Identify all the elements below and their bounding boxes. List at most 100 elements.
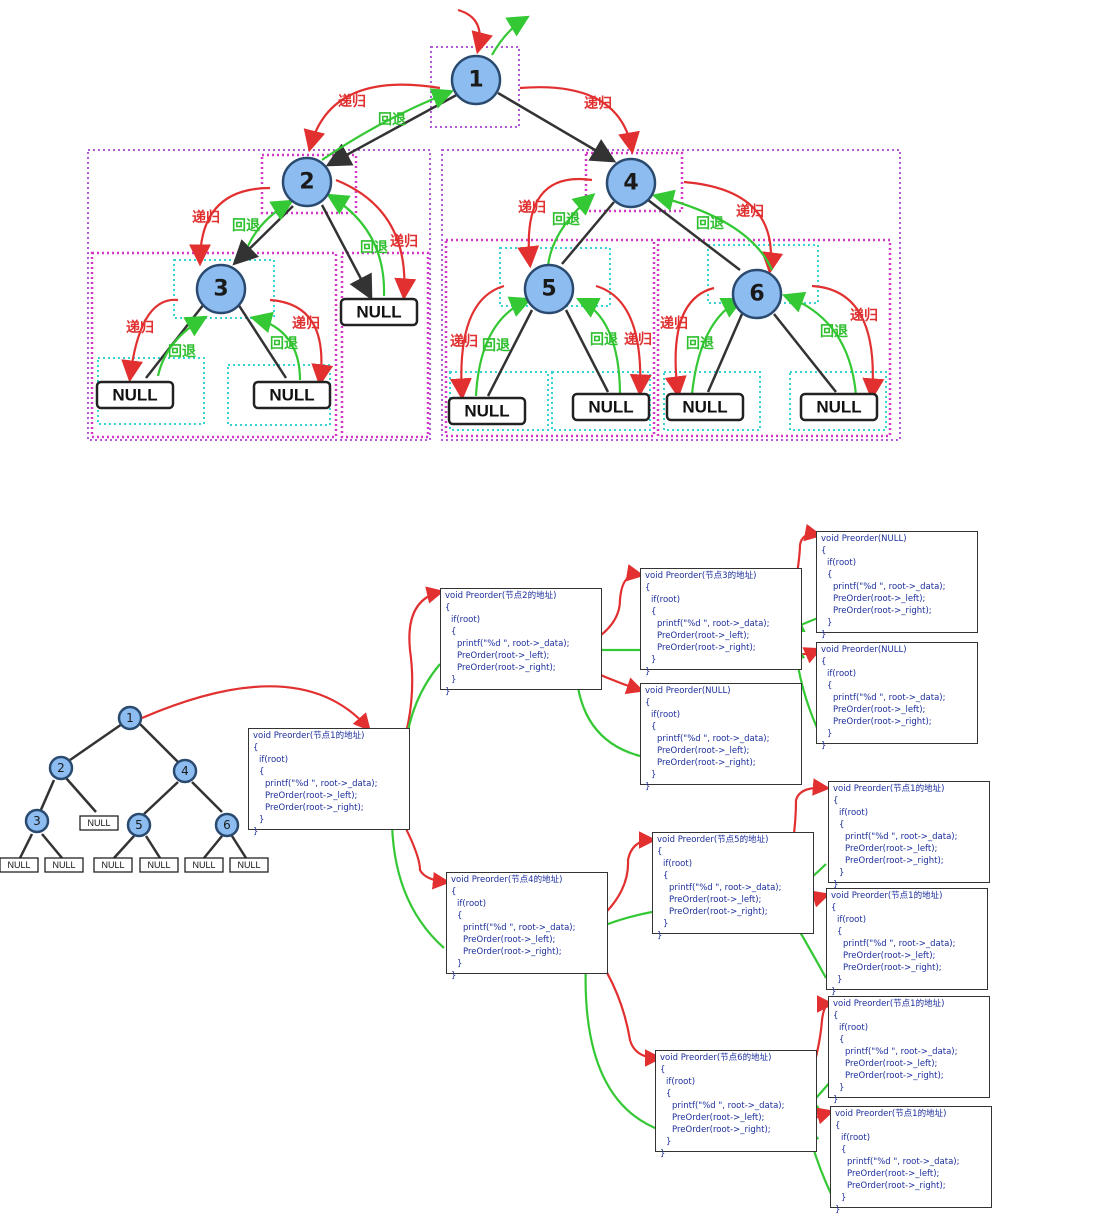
frame-left-call: PreOrder(root->_left); xyxy=(265,791,358,801)
frame-printf: printf("%d ", root->_data); xyxy=(833,693,946,703)
frame-brace: { xyxy=(451,627,457,637)
frame-brace: { xyxy=(663,871,669,881)
small-node-5: 5 xyxy=(126,812,152,838)
label-recurse: 递归 xyxy=(660,315,688,332)
frame-left-call: PreOrder(root->_left); xyxy=(833,594,926,604)
frame-if: if(root) xyxy=(827,669,857,679)
frame-printf: printf("%d ", root->_data); xyxy=(669,883,782,893)
frame-left-call: PreOrder(root->_left); xyxy=(833,705,926,715)
frame-header: void Preorder(NULL) xyxy=(821,534,907,544)
small-node-3: 3 xyxy=(24,808,50,834)
region-subtree6 xyxy=(656,238,892,438)
frame-if: if(root) xyxy=(651,595,681,605)
svg-text:NULL: NULL xyxy=(101,860,124,870)
code-frame-5l: void Preorder(节点1的地址) { if(root) { print… xyxy=(828,781,990,890)
frame-brace: { xyxy=(833,796,839,806)
frame-header: void Preorder(节点1的地址) xyxy=(835,1109,947,1119)
code-frame-node2: void Preorder(节点2的地址) { if(root) { print… xyxy=(440,588,602,697)
frame-brace: { xyxy=(457,911,463,921)
frame-brace: } xyxy=(821,741,827,751)
frame-header: void Preorder(节点2的地址) xyxy=(445,591,557,601)
frame-if: if(root) xyxy=(259,755,289,765)
frame-header: void Preorder(节点6的地址) xyxy=(660,1053,772,1063)
frame-header: void Preorder(节点4的地址) xyxy=(451,875,563,885)
label-recurse: 递归 xyxy=(850,307,878,324)
frame-printf: printf("%d ", root->_data); xyxy=(672,1101,785,1111)
frame-header: void Preorder(节点1的地址) xyxy=(831,891,943,901)
frame-left-call: PreOrder(root->_left); xyxy=(845,844,938,854)
frame-right-call: PreOrder(root->_right); xyxy=(457,663,556,673)
label-backtrack: 回退 xyxy=(360,240,388,256)
label-recurse: 递归 xyxy=(518,199,546,216)
svg-text:NULL: NULL xyxy=(7,860,30,870)
frame-left-call: PreOrder(root->_left); xyxy=(463,935,556,945)
code-frame-node3: void Preorder(节点3的地址) { if(root) { print… xyxy=(640,568,802,677)
label-recurse: 递归 xyxy=(736,203,764,220)
frame-printf: printf("%d ", root->_data); xyxy=(845,1047,958,1057)
frame-header: void Preorder(节点5的地址) xyxy=(657,835,769,845)
frame-right-call: PreOrder(root->_right); xyxy=(657,643,756,653)
recursion-tree-diagram: 递归 递归 递归 递归 递归 递归 递归 递归 递归 递归 递归 递归 回退 回… xyxy=(87,8,901,441)
frame-brace: } xyxy=(651,770,657,780)
frame-if: if(root) xyxy=(839,1023,869,1033)
frame-brace: } xyxy=(451,675,457,685)
code-frame-null-3l: void Preorder(NULL) { if(root) { printf(… xyxy=(816,531,978,640)
tree-node-3: 3 xyxy=(195,263,247,315)
frame-right-call: PreOrder(root->_right); xyxy=(845,856,944,866)
frame-header: void Preorder(节点1的地址) xyxy=(833,999,945,1009)
frame-header: void Preorder(节点3的地址) xyxy=(645,571,757,581)
svg-text:3: 3 xyxy=(33,814,41,828)
frame-brace: } xyxy=(259,815,265,825)
frame-brace: { xyxy=(645,698,651,708)
frame-right-call: PreOrder(root->_right); xyxy=(847,1181,946,1191)
svg-text:NULL: NULL xyxy=(816,398,861,417)
frame-right-call: PreOrder(root->_right); xyxy=(672,1125,771,1135)
null-leaf: NULL xyxy=(665,392,745,422)
svg-text:NULL: NULL xyxy=(147,860,170,870)
svg-text:2: 2 xyxy=(299,170,314,195)
frame-left-call: PreOrder(root->_left); xyxy=(657,631,750,641)
tree-node-2: 2 xyxy=(281,156,333,208)
frame-brace: } xyxy=(651,655,657,665)
code-frame-5r: void Preorder(节点1的地址) { if(root) { print… xyxy=(826,888,988,997)
code-frame-6r: void Preorder(节点1的地址) { if(root) { print… xyxy=(830,1106,992,1215)
frame-printf: printf("%d ", root->_data); xyxy=(457,639,570,649)
region-null-6r xyxy=(789,371,887,431)
null-leaf: NULL xyxy=(252,380,332,410)
null-leaf: NULL xyxy=(95,380,175,410)
frame-brace: { xyxy=(841,1145,847,1155)
frame-brace: } xyxy=(835,1205,841,1215)
region-subtree4 xyxy=(441,149,901,441)
frame-brace: } xyxy=(839,868,845,878)
frame-brace: { xyxy=(827,681,833,691)
frame-header: void Preorder(NULL) xyxy=(821,645,907,655)
frame-brace: { xyxy=(657,847,663,857)
frame-right-call: PreOrder(root->_right); xyxy=(843,963,942,973)
region-node6 xyxy=(707,244,819,304)
frame-brace: } xyxy=(833,880,839,890)
svg-text:2: 2 xyxy=(57,761,65,775)
null-leaf: NULL xyxy=(571,392,651,422)
label-recurse: 递归 xyxy=(126,319,154,336)
frame-if: if(root) xyxy=(666,1077,696,1087)
frame-brace: } xyxy=(666,1137,672,1147)
label-backtrack: 回退 xyxy=(552,212,580,228)
frame-right-call: PreOrder(root->_right); xyxy=(463,947,562,957)
frame-left-call: PreOrder(root->_left); xyxy=(672,1113,765,1123)
frame-right-call: PreOrder(root->_right); xyxy=(669,907,768,917)
null-leaf: NULL xyxy=(339,297,419,327)
frame-if: if(root) xyxy=(451,615,481,625)
code-frame-null-2r: void Preorder(NULL) { if(root) { printf(… xyxy=(640,683,802,792)
region-subtree5 xyxy=(444,238,656,438)
svg-text:3: 3 xyxy=(213,277,228,302)
svg-text:NULL: NULL xyxy=(87,818,110,828)
frame-brace: } xyxy=(831,987,837,997)
code-frame-node4: void Preorder(节点4的地址) { if(root) { print… xyxy=(446,872,608,981)
frame-left-call: PreOrder(root->_left); xyxy=(457,651,550,661)
small-null-leaf: NULL xyxy=(184,857,224,873)
region-null-2r xyxy=(340,251,430,439)
frame-brace: } xyxy=(645,782,651,792)
svg-text:NULL: NULL xyxy=(52,860,75,870)
frame-right-call: PreOrder(root->_right); xyxy=(265,803,364,813)
svg-text:NULL: NULL xyxy=(237,860,260,870)
